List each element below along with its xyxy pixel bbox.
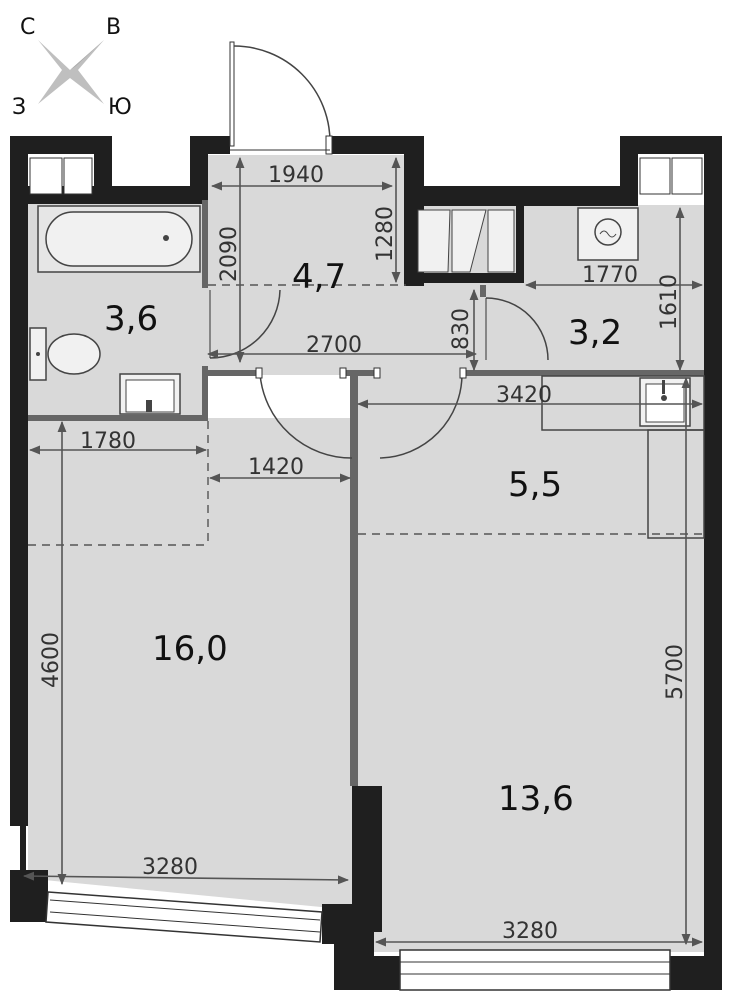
dimension-labels: 1940 2090 1280 1770 1610 830 2700 3420 1… [39,163,688,944]
dim-corridor-width: 2700 [306,333,362,358]
dim-kitchen-width: 3420 [496,383,552,408]
floor-area [28,155,704,952]
area-hall: 4,7 [292,257,346,297]
washing-machine-icon [577,207,639,261]
compass-west-label: З [12,95,26,120]
dim-bedroom-top: 1780 [80,429,136,454]
dim-storage-width: 1770 [582,263,638,288]
dim-closet-height: 1280 [373,206,398,262]
partitions [28,200,704,786]
dimension-lines [22,156,704,947]
interior-doors [209,289,549,459]
dim-hall-width: 1940 [268,163,324,188]
dim-storage-door: 830 [449,308,474,350]
toilet-icon [29,327,101,381]
sink-icon [119,373,181,415]
area-living: 13,6 [498,779,574,819]
closet-icon [417,209,515,273]
dim-living-height: 5700 [663,644,688,700]
compass-east-label: В [106,15,121,40]
dim-living-bottom: 3280 [502,919,558,944]
walls [10,136,722,990]
dim-storage-height: 1610 [657,274,682,330]
windows [29,157,703,991]
area-bathroom: 3,6 [104,299,158,339]
dim-hall-height: 2090 [217,226,242,282]
entrance-door [229,41,333,155]
dim-bedroom-door: 1420 [248,455,304,480]
area-kitchen: 5,5 [508,465,562,505]
room-areas: 3,6 4,7 3,2 5,5 16,0 13,6 [104,257,622,819]
area-bedroom: 16,0 [152,629,228,669]
area-storage: 3,2 [568,313,622,353]
compass-icon: С В З Ю [12,15,132,120]
bathtub-icon [37,205,201,273]
dim-bedroom-bottom: 3280 [142,855,198,880]
dim-bedroom-height: 4600 [39,632,64,688]
compass-north-label: С [20,15,35,40]
compass-south-label: Ю [108,95,132,120]
